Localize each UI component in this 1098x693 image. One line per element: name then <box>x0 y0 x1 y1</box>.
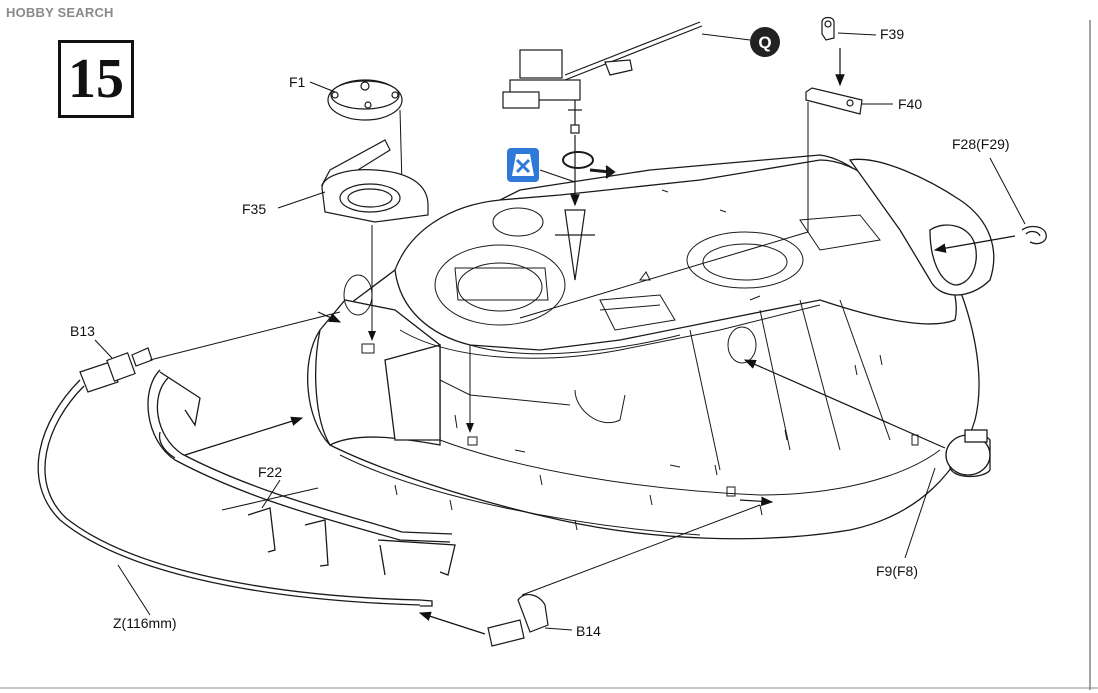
label-f28: F28(F29) <box>952 136 1010 152</box>
part-f35 <box>320 139 429 223</box>
label-b13: B13 <box>70 323 95 339</box>
part-f22 <box>147 369 456 576</box>
no-glue-icon <box>507 148 539 182</box>
pintle-mount <box>555 135 595 281</box>
label-f39: F39 <box>880 26 905 42</box>
f35-leader <box>277 191 326 209</box>
part-b14 <box>487 593 549 647</box>
turret-body <box>307 154 995 540</box>
callout-q-circle <box>750 27 780 57</box>
b13-leader <box>94 339 113 359</box>
f22-guide <box>221 487 319 511</box>
f22-arrow <box>184 416 304 456</box>
b14-arrow <box>739 496 774 507</box>
f1-arrow <box>397 109 406 186</box>
f1-leader <box>309 81 336 93</box>
f39-leader <box>837 32 877 36</box>
label-f22: F22 <box>258 464 283 480</box>
f9-arrow <box>743 359 946 449</box>
label-f1: F1 <box>289 74 306 90</box>
label-z: Z(116mm) <box>113 615 177 631</box>
step-box: 15 <box>58 40 134 118</box>
rotate-arrow-icon <box>562 151 616 179</box>
b14-leader <box>544 627 573 631</box>
b13-guide <box>149 311 341 361</box>
glue-leader <box>539 169 576 183</box>
part-f28 <box>1021 225 1047 245</box>
f28-arrow <box>933 235 1016 253</box>
callout-q-text: Q <box>758 33 771 52</box>
label-b14: B14 <box>576 623 601 639</box>
step-number: 15 <box>68 48 124 110</box>
label-f35: F35 <box>242 201 267 217</box>
label-f9: F9(F8) <box>876 563 918 579</box>
f22-leader <box>261 479 281 509</box>
label-f40: F40 <box>898 96 923 112</box>
part-z-cable <box>37 379 433 607</box>
watermark: HOBBY SEARCH <box>6 5 114 20</box>
b14-guide <box>521 504 761 596</box>
part-b13 <box>79 347 153 393</box>
f40-guide-diag <box>519 231 809 319</box>
z-to-b14-arrow <box>418 611 486 635</box>
part-f40 <box>805 87 863 115</box>
part-f39 <box>821 16 835 41</box>
f9-leader <box>904 467 936 559</box>
part-f1 <box>327 79 403 121</box>
callout-q-leader <box>701 33 751 41</box>
part-f9 <box>945 429 991 478</box>
f28-leader <box>989 157 1026 225</box>
turret-details <box>339 189 941 536</box>
machine-gun <box>502 21 703 134</box>
b13-arrow <box>317 311 342 323</box>
z-leader <box>117 564 151 616</box>
